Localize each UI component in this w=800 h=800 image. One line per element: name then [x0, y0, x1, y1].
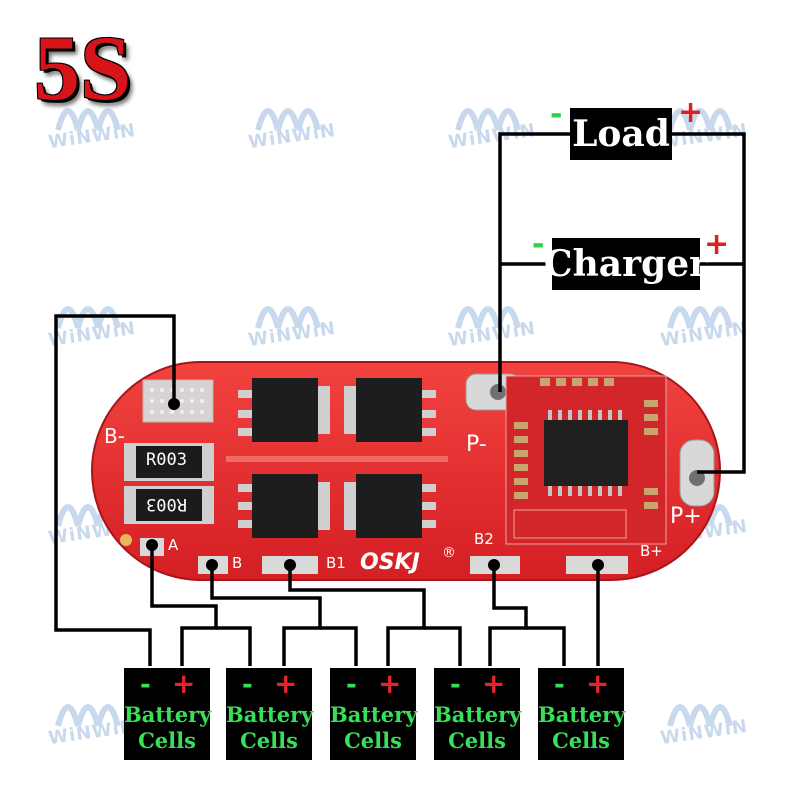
- cell-plus-sign: +: [482, 667, 506, 700]
- brand-label: OSKJ: [360, 550, 420, 575]
- mosfet: [238, 378, 330, 442]
- pad-label-a: A: [168, 536, 179, 554]
- pad-label-b1: B1: [326, 554, 346, 572]
- charger-plus-sign: +: [704, 227, 730, 262]
- resistor-label-top: R003: [146, 450, 187, 470]
- wire-b: [210, 565, 322, 666]
- cell-label-line2: Cells: [552, 728, 610, 753]
- cell-plus-sign: +: [172, 667, 196, 700]
- load-label: Load: [570, 108, 672, 160]
- charger-label: Charger: [544, 238, 708, 290]
- cell-label-line2: Cells: [344, 728, 402, 753]
- wire-load-minus: [498, 132, 570, 392]
- mosfet: [344, 474, 436, 538]
- ic-chip: [544, 410, 628, 496]
- pad-label-b-plus: B+: [640, 542, 663, 560]
- wire-b-cell3: [320, 626, 358, 666]
- ic-bottom-pads: [513, 509, 627, 539]
- pad-label-b2: B2: [474, 530, 494, 548]
- resistor-body: [136, 446, 202, 478]
- wire-a-cell2: [216, 626, 252, 666]
- cell-label-line2: Cells: [138, 728, 196, 753]
- mounting-dot: [120, 534, 132, 546]
- wire-a: [150, 545, 218, 666]
- cell-label-line1: Battery: [538, 702, 626, 727]
- cell-label-line1: Battery: [226, 702, 314, 727]
- cell-label-line2: Cells: [448, 728, 506, 753]
- pad-label-b-minus: B-: [104, 424, 125, 448]
- wire-b-minus: [54, 314, 176, 666]
- cell-minus-sign: -: [346, 670, 357, 700]
- page-title: 5S: [34, 17, 132, 119]
- registered-mark: ®: [442, 545, 456, 561]
- cell-label-line1: Battery: [124, 702, 212, 727]
- load-minus-sign: -: [550, 97, 563, 132]
- wire-b1-cell4: [424, 626, 462, 666]
- load-plus-sign: +: [678, 95, 704, 130]
- wire-load-plus: [672, 132, 746, 474]
- wire-joints: [146, 398, 604, 571]
- charger-minus-sign: -: [532, 227, 545, 262]
- cell-minus-sign: -: [450, 670, 461, 700]
- pad-label-p-minus: P-: [466, 432, 487, 457]
- cell-label-line1: Battery: [330, 702, 418, 727]
- resistor-label-bottom: R003: [146, 494, 187, 514]
- resistor-body: [136, 489, 202, 521]
- cell-plus-sign: +: [378, 667, 402, 700]
- wire-b2: [488, 565, 528, 666]
- wire-b2-cell5: [526, 626, 566, 666]
- cell-minus-sign: -: [242, 670, 253, 700]
- mosfet: [238, 474, 330, 538]
- wire-b1: [288, 565, 426, 666]
- cell-plus-sign: +: [586, 667, 610, 700]
- wires: [54, 132, 746, 666]
- ic-small-components: [514, 378, 658, 509]
- pad-label-b: B: [232, 554, 243, 572]
- trace-separator: [226, 456, 448, 462]
- pad-label-p-plus: P+: [670, 504, 702, 529]
- mosfet: [344, 378, 436, 442]
- cell-minus-sign: -: [554, 670, 565, 700]
- pcb-pad-dots: [150, 388, 204, 414]
- cell-label-line1: Battery: [434, 702, 522, 727]
- cell-label-line2: Cells: [240, 728, 298, 753]
- cell-minus-sign: -: [140, 670, 151, 700]
- cell-plus-sign: +: [274, 667, 298, 700]
